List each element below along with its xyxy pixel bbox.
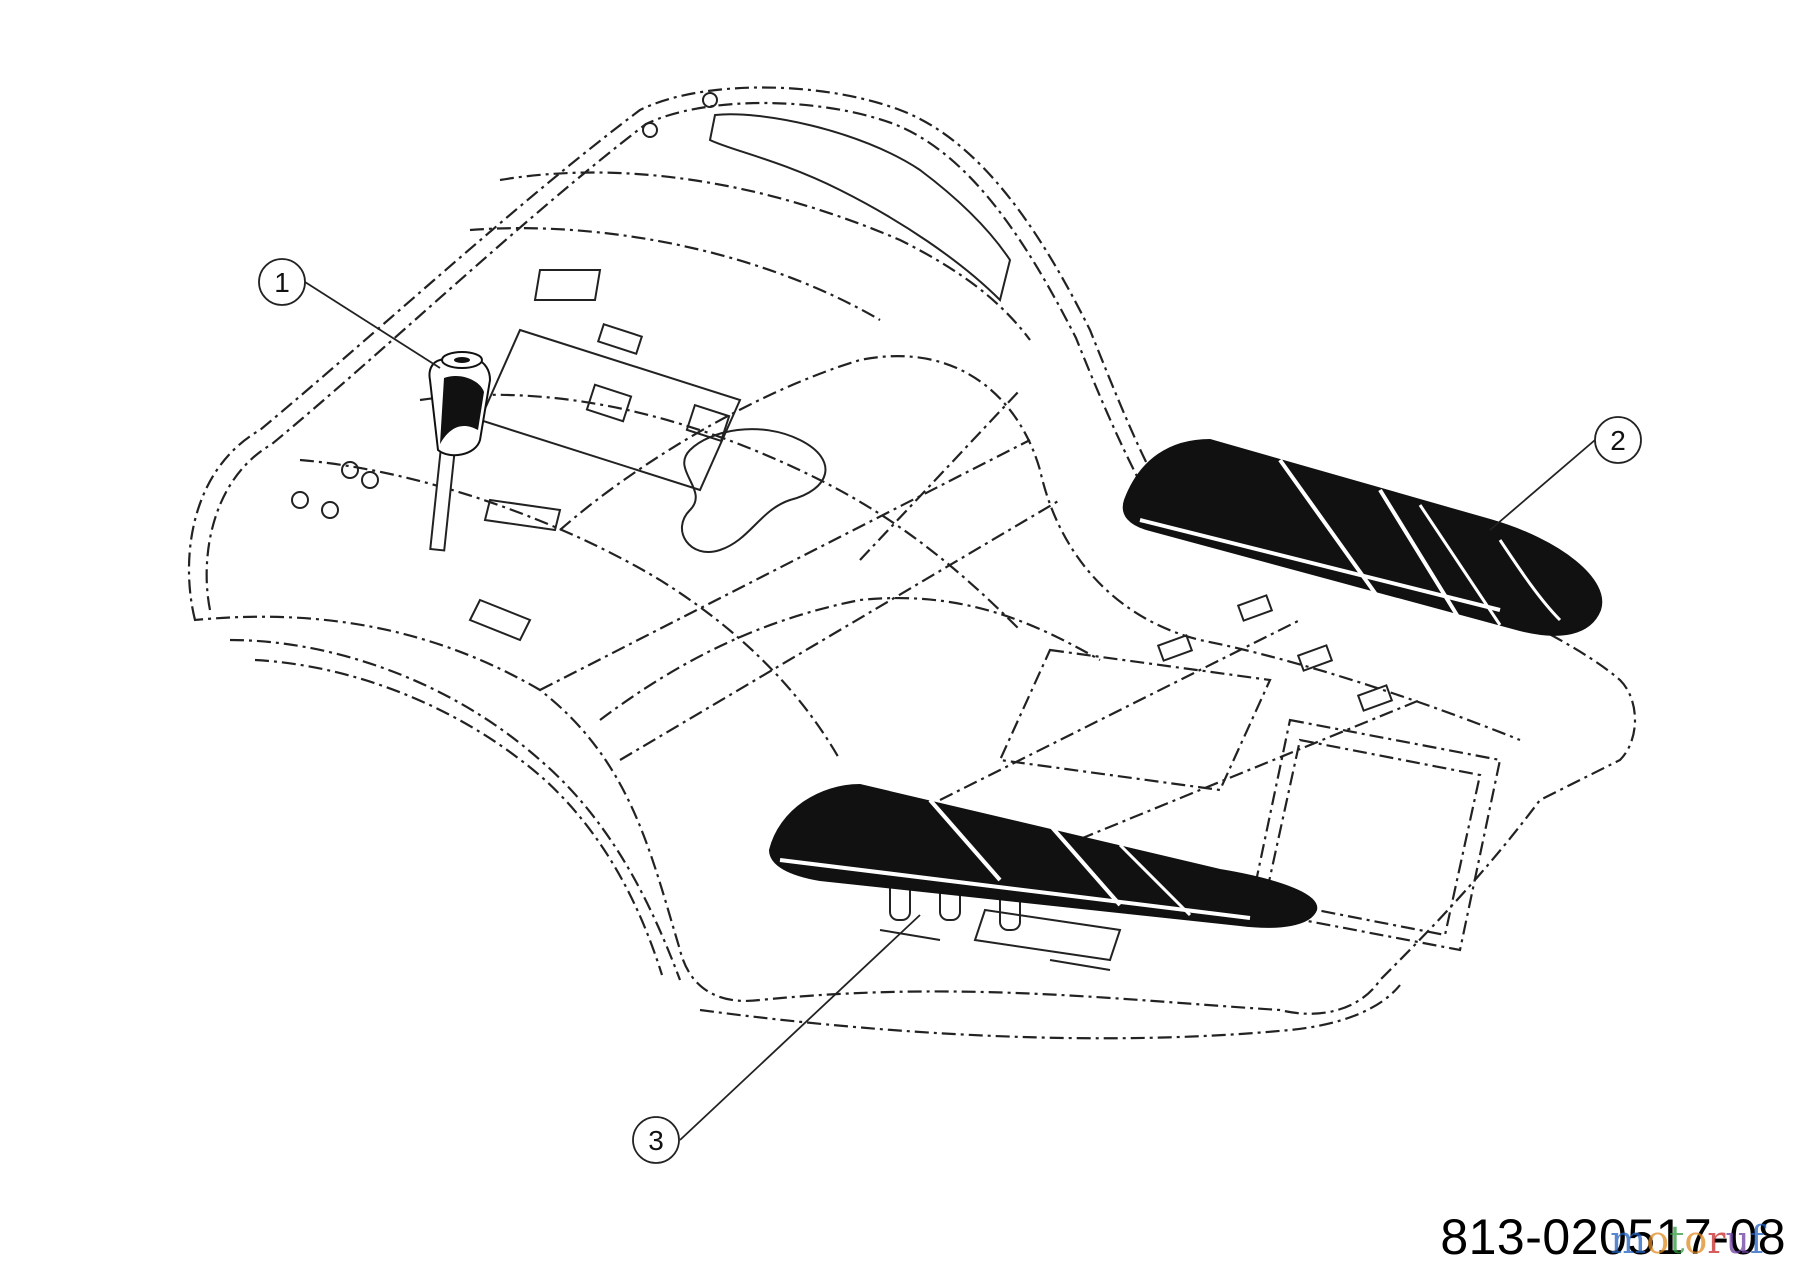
fender-details	[291, 92, 1394, 971]
right-foot-pad-part	[1122, 438, 1603, 636]
callout-leaders	[304, 281, 1596, 1141]
shift-knob-part	[428, 351, 492, 552]
watermark-letter: f	[1749, 1218, 1764, 1262]
left-foot-pad-part	[768, 783, 1318, 928]
drawing-number: 813-020517-08	[1440, 1209, 1786, 1265]
callout-2-label: 2	[1610, 425, 1626, 456]
fender-body-outline	[187, 86, 1637, 1040]
leader-line-3	[679, 914, 921, 1141]
callout-3-label: 3	[648, 1125, 664, 1156]
leader-line-1	[304, 281, 441, 369]
leader-line-2	[1489, 439, 1596, 531]
callout-1: 1	[258, 258, 306, 306]
watermark-letter: r	[1707, 1218, 1726, 1262]
callout-3: 3	[632, 1116, 680, 1164]
watermark-letter: t	[1669, 1218, 1685, 1262]
callout-1-label: 1	[274, 267, 290, 298]
callout-2: 2	[1594, 416, 1642, 464]
watermark-letter: o	[1646, 1218, 1670, 1262]
watermark-letter: u	[1725, 1218, 1750, 1262]
watermark-logo: motoruf	[1610, 1218, 1764, 1262]
watermark-letter: m	[1610, 1218, 1647, 1262]
watermark-letter: o	[1684, 1218, 1708, 1262]
